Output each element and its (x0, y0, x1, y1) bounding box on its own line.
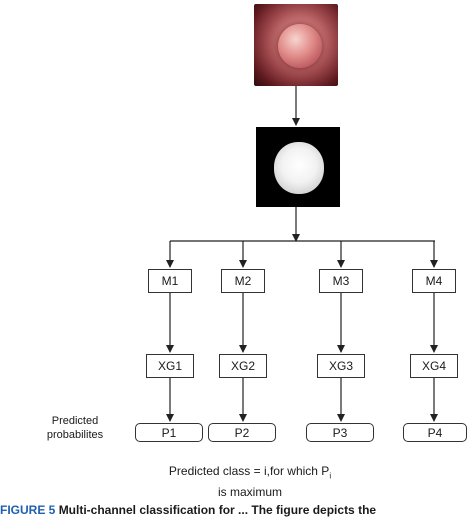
decision-rule-line1: Predicted class = i,for which Pi (150, 463, 350, 484)
model-label: M2 (234, 274, 252, 288)
classifier-box-xg4: XG4 (410, 354, 458, 378)
classifier-label: XG4 (421, 359, 446, 373)
figure-caption-text: Multi-channel classification for ... The… (58, 503, 377, 517)
polyp-lesion (278, 24, 322, 68)
decision-rule-caption: Predicted class = i,for which Pi is maxi… (150, 463, 350, 500)
probability-box-p1: P1 (135, 423, 203, 442)
segmentation-mask-image (256, 127, 340, 207)
classifier-label: XG3 (328, 359, 353, 373)
model-box-m1: M1 (148, 269, 192, 293)
mask-region (274, 142, 324, 194)
classifier-label: XG1 (157, 359, 182, 373)
probability-box-p2: P2 (208, 423, 276, 442)
input-endoscopy-image (254, 4, 338, 86)
classifier-box-xg1: XG1 (146, 354, 194, 378)
predicted-probabilities-label: Predicted probabilites (38, 414, 112, 442)
probability-label: P2 (234, 425, 250, 440)
model-box-m2: M2 (221, 269, 265, 293)
decision-rule-subscript: i (329, 471, 332, 481)
model-box-m4: M4 (412, 269, 456, 293)
model-box-m3: M3 (319, 269, 363, 293)
probability-box-p4: P4 (403, 423, 467, 442)
figure-caption: FIGURE 5 Multi-channel classification fo… (0, 503, 474, 520)
side-label-text: Predicted probabilites (46, 415, 104, 441)
classifier-box-xg3: XG3 (317, 354, 365, 378)
classifier-box-xg2: XG2 (219, 354, 267, 378)
decision-rule-line2: is maximum (217, 485, 282, 500)
figure-caption-label: FIGURE 5 (0, 503, 56, 517)
decision-rule-prefix: Predicted class = i,for which P (168, 464, 330, 478)
probability-label: P3 (332, 425, 348, 440)
model-label: M3 (332, 274, 350, 288)
model-label: M4 (425, 274, 443, 288)
model-label: M1 (161, 274, 179, 288)
classifier-label: XG2 (230, 359, 255, 373)
probability-label: P1 (161, 425, 177, 440)
probability-box-p3: P3 (306, 423, 374, 442)
probability-label: P4 (427, 425, 443, 440)
